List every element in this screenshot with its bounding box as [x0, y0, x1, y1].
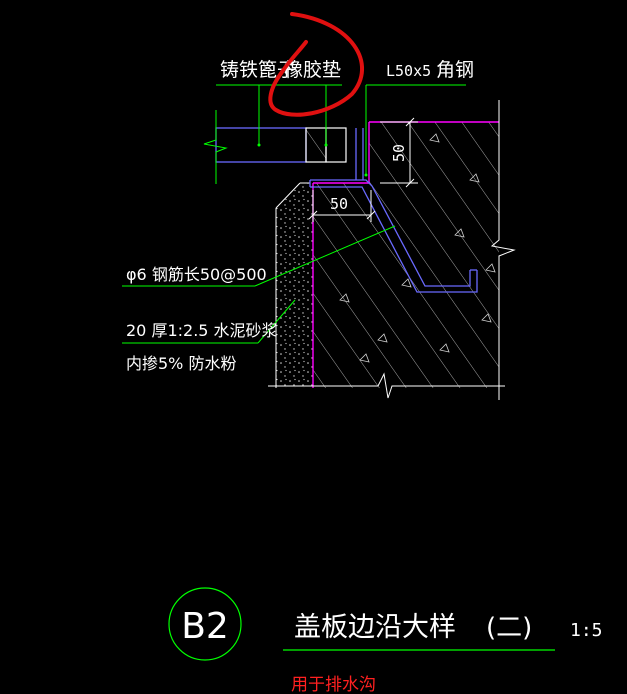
dimension-50-vertical [380, 117, 418, 188]
label-angle-steel: 角钢 [436, 59, 474, 81]
angle-steel [309, 85, 478, 293]
label-angle-size: L50x5 [386, 62, 431, 80]
detail-title: 盖板边沿大样 [294, 612, 456, 643]
aggregate-marks [339, 133, 496, 363]
title-block: B2 盖板边沿大样 (二) 1:5 用于排水沟 [168, 587, 603, 694]
label-rebar: φ6 钢筋长50@500 [126, 265, 267, 284]
dimension-text-vertical: 50 [390, 144, 408, 162]
label-mortar-line1: 20 厚1:2.5 水泥砂浆 [126, 321, 278, 340]
dimension-50-horizontal [308, 190, 376, 222]
detail-circle [168, 587, 242, 661]
detail-variant: (二) [486, 613, 532, 643]
red-markup-stroke [268, 12, 364, 117]
right-break-line [490, 100, 516, 400]
dimension-text-horizontal: 50 [330, 195, 348, 213]
mortar-layer [275, 182, 313, 388]
label-mortar-line2: 内掺5% 防水粉 [126, 354, 236, 373]
label-cast-iron-grate: 铸铁篦子 [220, 59, 296, 81]
leader-lines [122, 84, 466, 344]
detail-id: B2 [181, 606, 229, 647]
concrete-section [313, 122, 499, 388]
label-rubber-pad: 橡胶垫 [284, 59, 341, 81]
bottom-break-line [268, 372, 505, 399]
rubber-pad [305, 85, 347, 163]
detail-scale: 1:5 [570, 620, 603, 641]
cast-iron-grate [203, 85, 307, 184]
detail-note: 用于排水沟 [291, 675, 376, 694]
